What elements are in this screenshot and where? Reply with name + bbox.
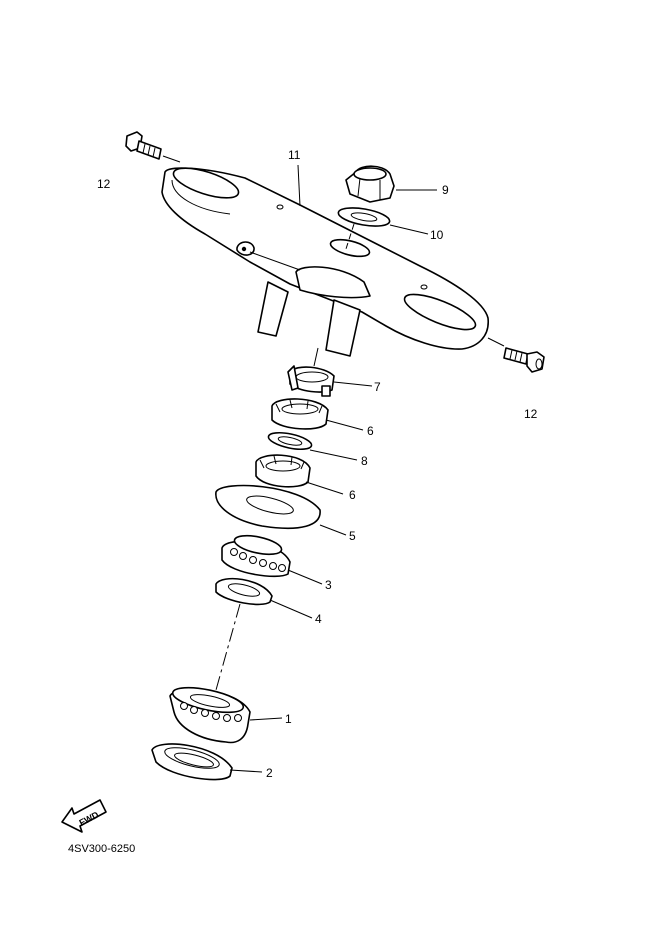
callout-5: 5 — [349, 529, 356, 543]
callout-9: 9 — [442, 183, 449, 197]
callout-6-upper: 6 — [367, 424, 374, 438]
washer-top — [337, 207, 429, 253]
callout-2: 2 — [266, 766, 273, 780]
bolt-top-left — [125, 131, 181, 163]
callout-10: 10 — [430, 228, 444, 242]
drawing-code: 4SV300-6250 — [68, 843, 135, 855]
fwd-arrow-icon: FWD — [61, 799, 107, 833]
ring-nut-upper — [271, 398, 364, 431]
callout-11: 11 — [288, 148, 301, 162]
callout-6-lower: 6 — [349, 488, 356, 502]
lock-washer — [287, 347, 373, 397]
dust-cover — [215, 484, 347, 536]
seal — [215, 577, 313, 619]
bearing-lower — [169, 686, 283, 744]
callout-1: 1 — [285, 712, 292, 726]
outer-race — [151, 743, 263, 781]
cap-nut — [345, 165, 437, 203]
callout-4: 4 — [315, 612, 322, 626]
bolt-right — [487, 337, 545, 373]
top-bridge — [161, 164, 489, 357]
callout-8: 8 — [361, 454, 368, 468]
callout-12-right: 12 — [524, 407, 538, 421]
center-line — [215, 603, 241, 691]
bearing-upper — [221, 534, 323, 585]
callout-12-top: 12 — [97, 177, 111, 191]
ring-nut-lower — [255, 454, 344, 495]
spacer-washer — [267, 431, 358, 461]
callout-3: 3 — [325, 578, 332, 592]
callout-7: 7 — [374, 380, 381, 394]
